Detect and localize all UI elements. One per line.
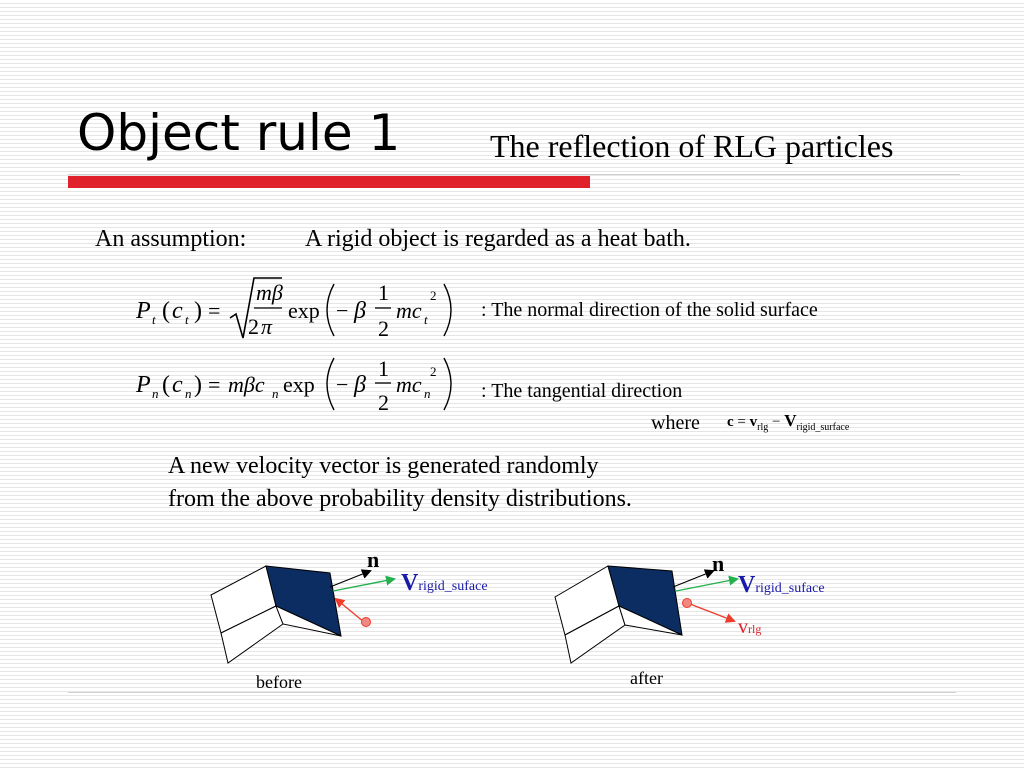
svg-text:exp: exp	[283, 372, 315, 397]
svg-text:−: −	[336, 298, 348, 323]
svg-text:2: 2	[248, 314, 259, 339]
rlg-particle-icon	[361, 617, 371, 627]
normal-arrow	[672, 569, 715, 588]
svg-text:mβ: mβ	[256, 280, 283, 305]
incident-velocity-arrow	[334, 597, 365, 623]
assumption-label: An assumption:	[95, 226, 247, 252]
svg-text:2: 2	[430, 364, 437, 379]
cube-after	[554, 565, 683, 664]
after-v-subscript: rigid_suface	[755, 581, 825, 596]
svg-text:1: 1	[378, 356, 389, 381]
after-normal-label: n	[712, 551, 725, 576]
svg-text:c: c	[172, 298, 183, 324]
svg-text:β: β	[353, 372, 366, 398]
svg-text:2: 2	[430, 288, 437, 303]
minus-sign: −	[772, 414, 781, 430]
svg-text:2: 2	[378, 390, 389, 415]
svg-text:P: P	[135, 372, 151, 398]
rigid-velocity-arrow	[675, 575, 739, 592]
after-rlg-subscript: rlg	[748, 622, 762, 636]
after-rlg-velocity-label: vrlg	[738, 616, 761, 639]
after-rlg-symbol: v	[738, 616, 748, 638]
svg-text:t: t	[152, 312, 156, 327]
formula-pn: P n ( c n ) = mβc n exp − β 1 2 mc n 2	[135, 356, 452, 415]
cube-before	[210, 565, 342, 664]
svg-text:(: (	[162, 298, 170, 324]
svg-text:): )	[194, 372, 202, 398]
where-label: where	[651, 412, 700, 434]
v-rigid-subscript: rigid_surface	[796, 422, 850, 433]
svg-text:): )	[194, 298, 202, 324]
svg-text:n: n	[152, 386, 159, 401]
rigid-velocity-arrow	[332, 575, 396, 592]
svg-text:=: =	[208, 372, 220, 397]
svg-text:n: n	[424, 386, 431, 401]
footer-divider-line	[68, 692, 956, 693]
svg-text:1: 1	[378, 280, 389, 305]
after-caption: after	[630, 668, 663, 688]
title-accent-bar	[68, 176, 590, 188]
before-normal-label: n	[367, 547, 380, 572]
before-v-symbol: V	[401, 570, 419, 596]
svg-text:mc: mc	[396, 372, 422, 397]
svg-text:mβc: mβc	[228, 372, 265, 397]
svg-text:2: 2	[378, 316, 389, 341]
svg-text:π: π	[261, 314, 273, 339]
slide-subtitle: The reflection of RLG particles	[490, 128, 894, 164]
svg-text:n: n	[185, 386, 192, 401]
svg-text:t: t	[185, 312, 189, 327]
normal-arrow	[329, 569, 372, 588]
slide-title: Object rule 1	[77, 104, 401, 162]
svg-text:exp: exp	[288, 298, 320, 323]
assumption-text: A rigid object is regarded as a heat bat…	[305, 226, 691, 252]
after-v-symbol: V	[738, 572, 756, 598]
svg-text:P: P	[135, 298, 151, 324]
new-velocity-line-1: A new velocity vector is generated rando…	[168, 453, 599, 479]
before-caption: before	[256, 672, 302, 692]
new-velocity-line-2: from the above probability density distr…	[168, 486, 632, 512]
rlg-particle-icon	[682, 598, 692, 608]
svg-text:−: −	[336, 372, 348, 397]
v-rlg-subscript: rlg	[757, 422, 769, 433]
svg-text:(: (	[162, 372, 170, 398]
diagram-before	[210, 565, 396, 664]
svg-text:n: n	[272, 386, 279, 401]
c-symbol: c	[727, 414, 734, 430]
before-rigid-velocity-label: Vrigid_suface	[401, 570, 488, 597]
relative-velocity-definition: c = vrlg − Vrigid_surface	[727, 412, 849, 437]
formula-pt-note: : The normal direction of the solid surf…	[481, 299, 818, 321]
svg-text:t: t	[424, 312, 428, 327]
equals-sign: =	[737, 414, 746, 430]
svg-text:β: β	[353, 298, 366, 324]
formula-pt: P t ( c t ) = mβ 2 π exp − β 1 2 mc t 2	[135, 277, 452, 341]
svg-text:c: c	[172, 372, 183, 398]
before-v-subscript: rigid_suface	[418, 579, 488, 594]
svg-text:=: =	[208, 298, 220, 323]
diagram-after	[554, 565, 739, 664]
v-rlg-symbol: v	[749, 414, 758, 430]
formula-pn-note: : The tangential direction	[481, 380, 683, 402]
title-divider-line	[68, 174, 960, 175]
svg-text:mc: mc	[396, 298, 422, 323]
after-rigid-velocity-label: Vrigid_suface	[738, 572, 825, 599]
v-rigid-symbol: V	[784, 411, 797, 430]
reflected-velocity-arrow	[689, 603, 736, 623]
